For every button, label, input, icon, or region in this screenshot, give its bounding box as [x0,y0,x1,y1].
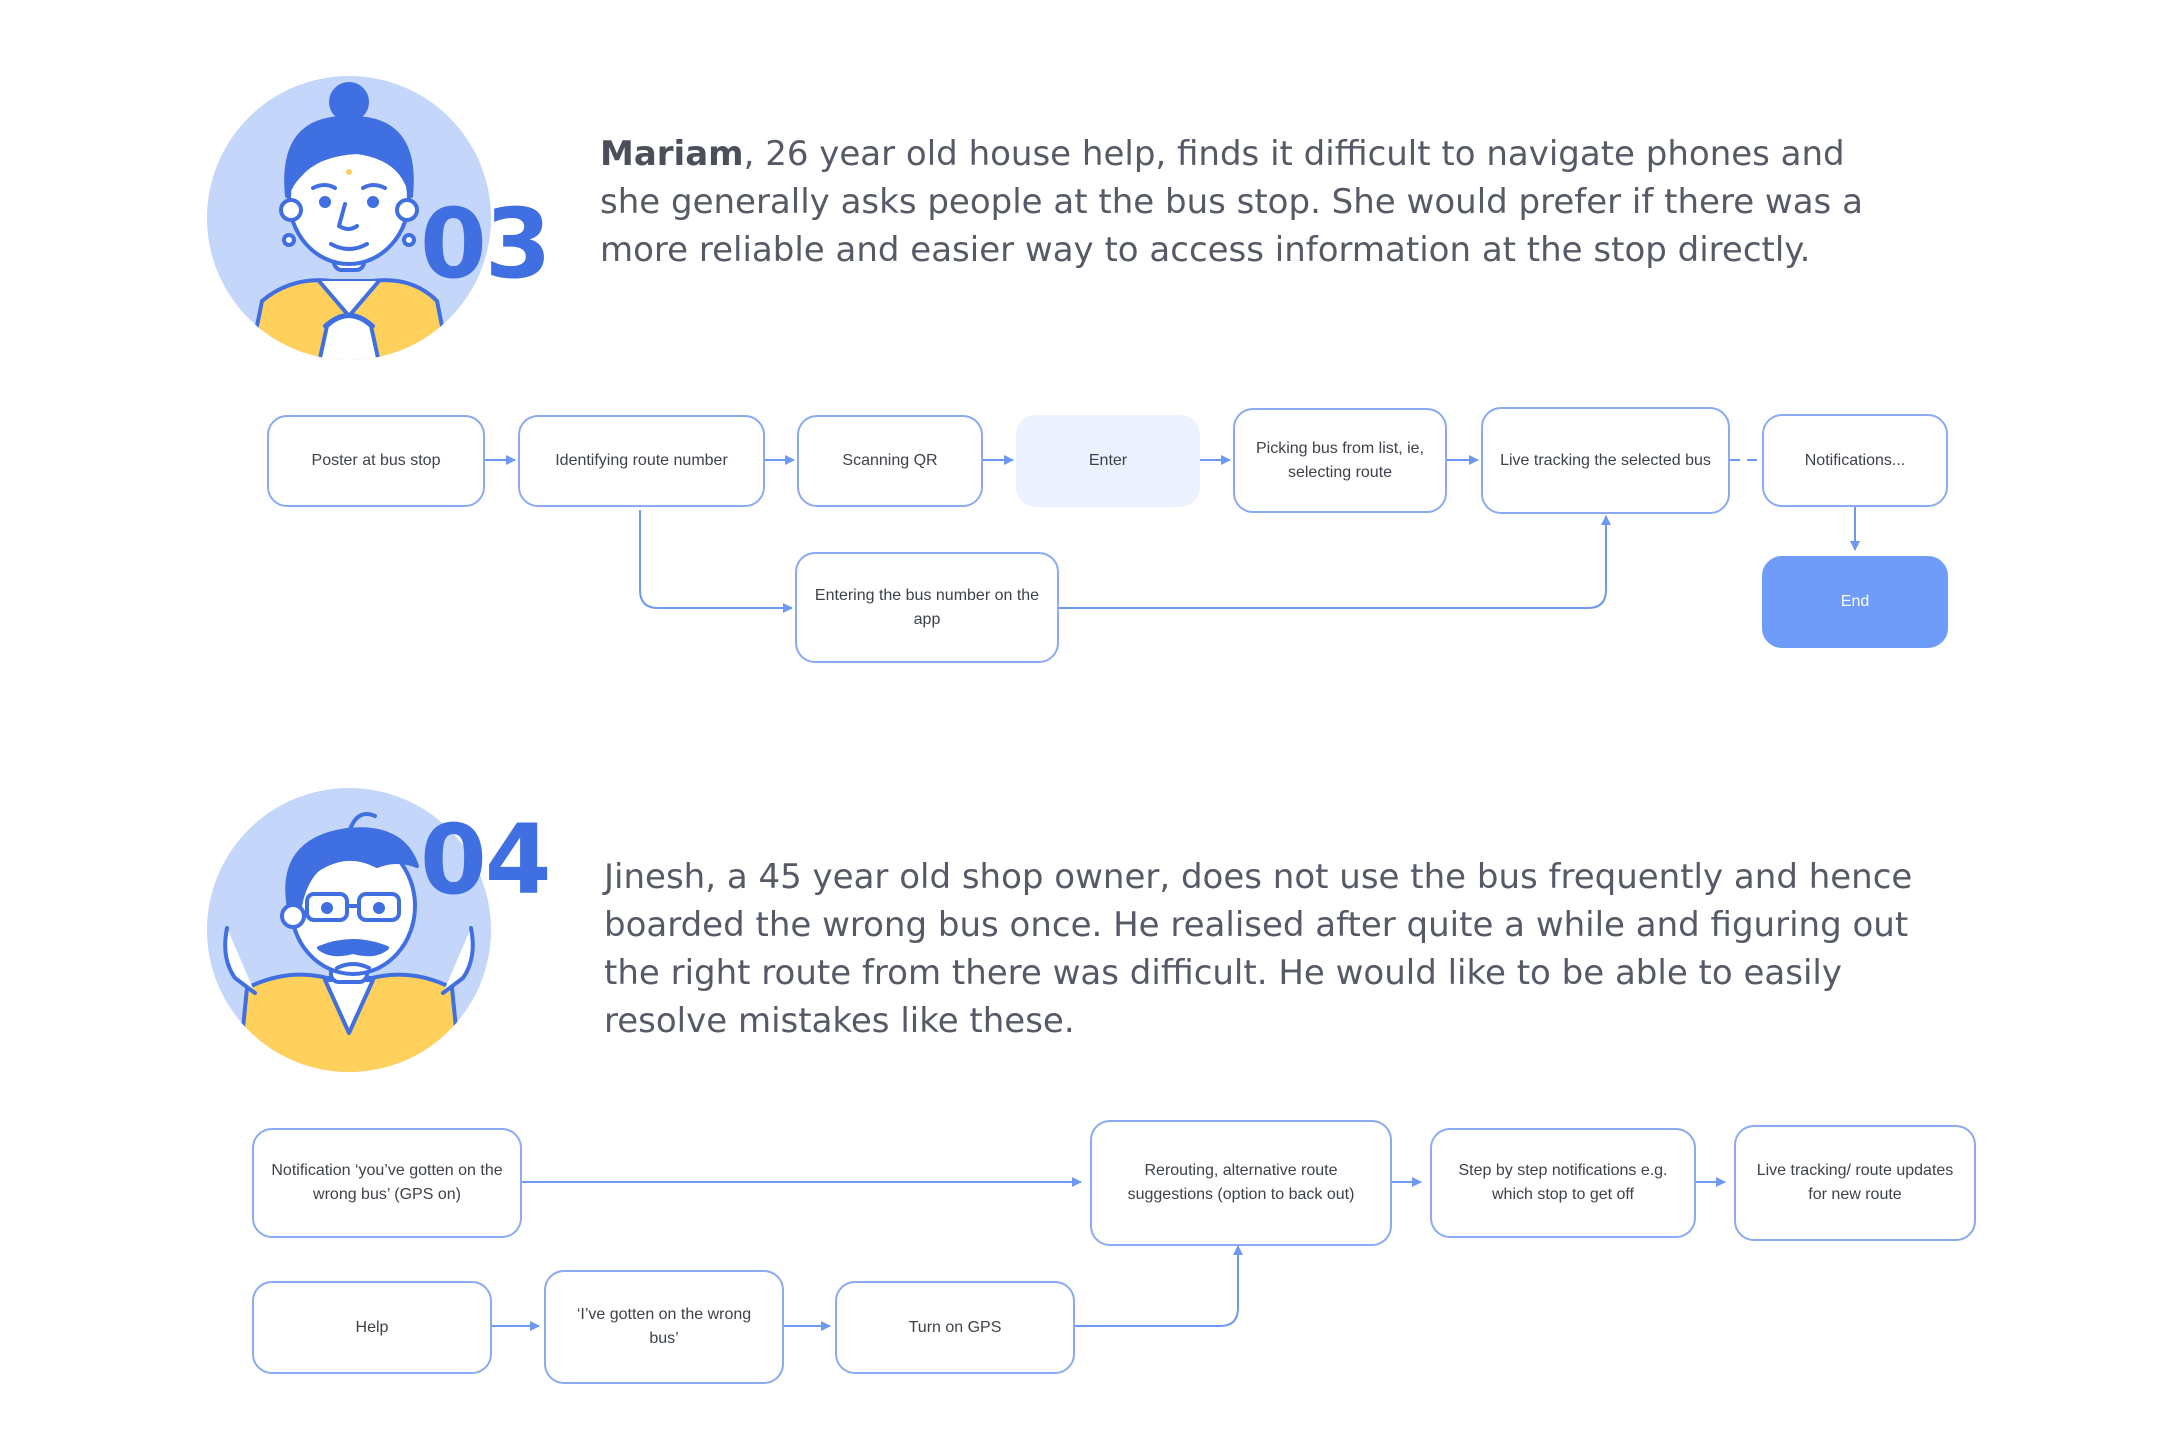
node-notifications: Notifications... [1762,414,1948,507]
node-ive-gotten-on-wrong-bus: ‘I’ve gotten on the wrong bus’ [544,1270,784,1384]
persona-number-04: 04 [420,804,552,916]
persona-04-story: Jinesh, a 45 year old shop owner, does n… [604,857,1913,1041]
node-wrong-bus-notification: Notification ‘you’ve gotten on the wrong… [252,1128,522,1238]
node-picking-bus: Picking bus from list, ie, selecting rou… [1233,408,1447,513]
node-entering-bus-number: Entering the bus number on the app [795,552,1059,663]
node-help: Help [252,1281,492,1374]
node-identifying-route-number: Identifying route number [518,415,765,507]
node-end: End [1762,556,1948,648]
persona-03-story: Mariam, 26 year old house help, finds it… [600,130,1910,274]
persona-number-03: 03 [420,188,552,300]
node-rerouting: Rerouting, alternative route suggestions… [1090,1120,1392,1246]
persona-name: Mariam [600,134,744,174]
node-live-tracking: Live tracking the selected bus [1481,407,1730,514]
avatar-mariam [207,76,491,360]
node-step-by-step: Step by step notifications e.g. which st… [1430,1128,1696,1238]
mariam-illustration [207,76,491,360]
node-scanning-qr: Scanning QR [797,415,983,507]
node-live-tracking-route-updates: Live tracking/ route updates for new rou… [1734,1125,1976,1241]
persona-03-description: , 26 year old house help, finds it diffi… [600,134,1863,270]
node-enter: Enter [1016,415,1200,507]
node-poster-at-bus-stop: Poster at bus stop [267,415,485,507]
jinesh-illustration [207,788,491,1072]
avatar-jinesh [207,788,491,1072]
node-turn-on-gps: Turn on GPS [835,1281,1075,1374]
